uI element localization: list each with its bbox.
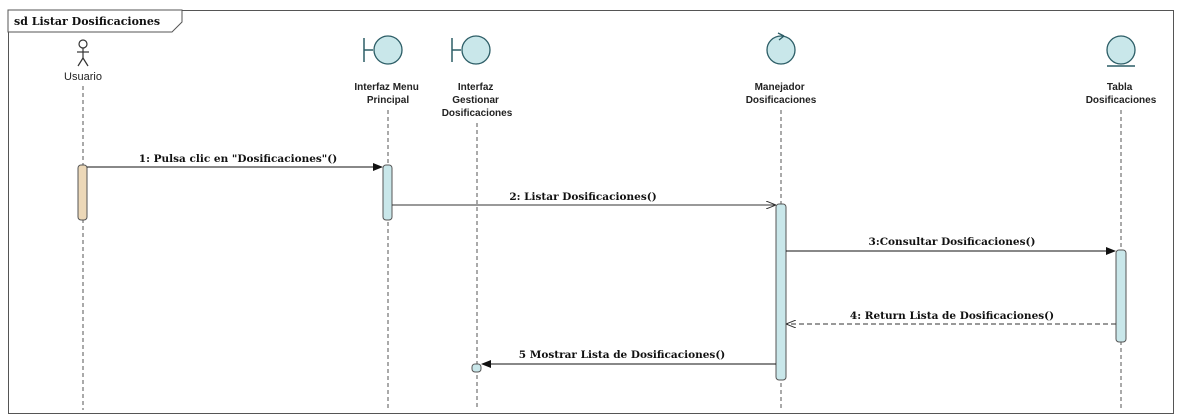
control-manejador[interactable]: Manejador Dosificaciones (746, 32, 817, 106)
label-line: Gestionar (452, 95, 499, 106)
boundary-gestionar[interactable]: Interfaz Gestionar Dosificaciones (442, 35, 513, 119)
label-line: Principal (367, 95, 409, 106)
object-label-gestionar: Interfaz Gestionar Dosificaciones (442, 82, 513, 119)
frame-title: sd Listar Dosificaciones (14, 15, 160, 28)
control-icon (766, 32, 796, 65)
label-line: Interfaz Menu (354, 82, 418, 93)
label-line: Dosificaciones (1086, 95, 1157, 106)
entity-icon (1106, 35, 1136, 67)
activation-menu (382, 164, 393, 221)
sequence-frame (8, 10, 1174, 414)
label-line: Usuario (64, 71, 102, 83)
boundary-icon (451, 35, 491, 65)
actor-label-usuario: Usuario (64, 71, 102, 83)
activation-tabla (1115, 249, 1127, 343)
label-line: Dosificaciones (442, 108, 513, 119)
object-label-tabla: Tabla Dosificaciones (1086, 82, 1157, 106)
label-line: Manejador (755, 82, 805, 93)
message-5[interactable]: 5 Mostrar Lista de Dosificaciones() (481, 349, 776, 368)
message-3[interactable]: 3:Consultar Dosificaciones() (786, 236, 1116, 255)
message-label: 2: Listar Dosificaciones() (509, 191, 656, 203)
frame-title-tab: sd Listar Dosificaciones (7, 9, 183, 33)
message-1[interactable]: 1: Pulsa clic en "Dosificaciones"() (87, 153, 383, 171)
label-line: Tabla (1107, 82, 1133, 93)
message-2[interactable]: 2: Listar Dosificaciones() (392, 191, 775, 205)
message-4[interactable]: 4: Return Lista de Dosificaciones() (787, 310, 1116, 324)
activation-manejador (775, 203, 787, 381)
message-label: 3:Consultar Dosificaciones() (869, 236, 1036, 248)
message-label: 5 Mostrar Lista de Dosificaciones() (519, 349, 726, 361)
activation-gestionar (471, 363, 482, 373)
label-line: Interfaz (458, 82, 494, 93)
entity-tabla[interactable]: Tabla Dosificaciones (1086, 35, 1157, 106)
boundary-menu-principal[interactable]: Interfaz Menu Principal (354, 35, 421, 106)
label-line: Dosificaciones (746, 95, 817, 106)
message-label: 1: Pulsa clic en "Dosificaciones"() (139, 153, 337, 165)
boundary-icon (363, 35, 403, 65)
object-label-menu: Interfaz Menu Principal (354, 82, 421, 106)
message-label: 4: Return Lista de Dosificaciones() (850, 310, 1054, 322)
actor-usuario[interactable]: Usuario (64, 39, 102, 83)
activation-usuario (77, 164, 88, 221)
actor-icon (77, 39, 89, 67)
object-label-manejador: Manejador Dosificaciones (746, 82, 817, 106)
